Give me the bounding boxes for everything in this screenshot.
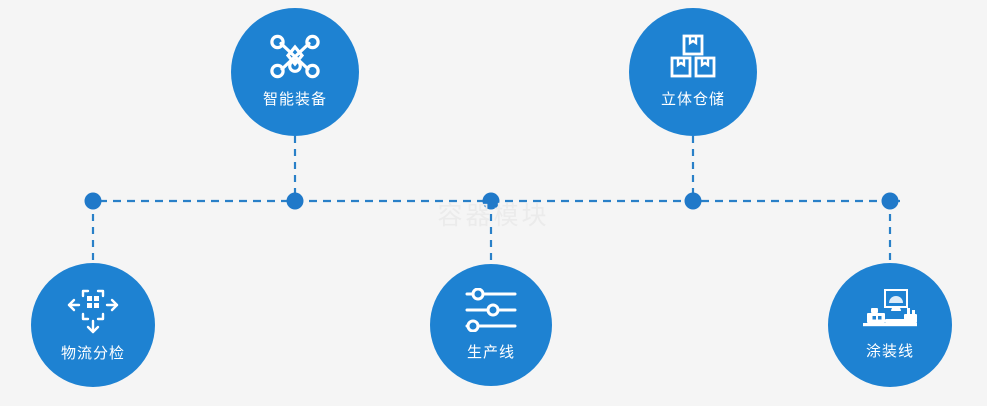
node-label-sorting: 物流分检 [60, 344, 125, 362]
node-smart-equipment[interactable]: 智能装备 [231, 8, 359, 136]
sliders-icon [464, 287, 518, 333]
node-production[interactable]: 生产线 [430, 264, 552, 386]
node-label-warehouse: 立体仓储 [660, 89, 725, 108]
junction-dot-production [482, 192, 500, 210]
junction-dot-smart-equipment [286, 192, 304, 210]
node-warehouse[interactable]: 立体仓储 [629, 8, 757, 136]
node-label-painting: 涂装线 [865, 342, 914, 360]
junction-dot-warehouse [684, 192, 702, 210]
node-label-smart-equipment: 智能装备 [262, 89, 327, 108]
network-nodes-icon [269, 34, 321, 80]
junction-dot-sorting [84, 192, 102, 210]
stacked-boxes-icon [669, 34, 717, 80]
node-painting[interactable]: 涂装线 [828, 263, 952, 387]
sorting-arrows-icon [66, 287, 120, 335]
node-sorting[interactable]: 物流分检 [31, 263, 155, 387]
junction-dot-painting [881, 192, 899, 210]
node-label-production: 生产线 [466, 343, 515, 361]
factory-machine-icon [861, 289, 919, 331]
